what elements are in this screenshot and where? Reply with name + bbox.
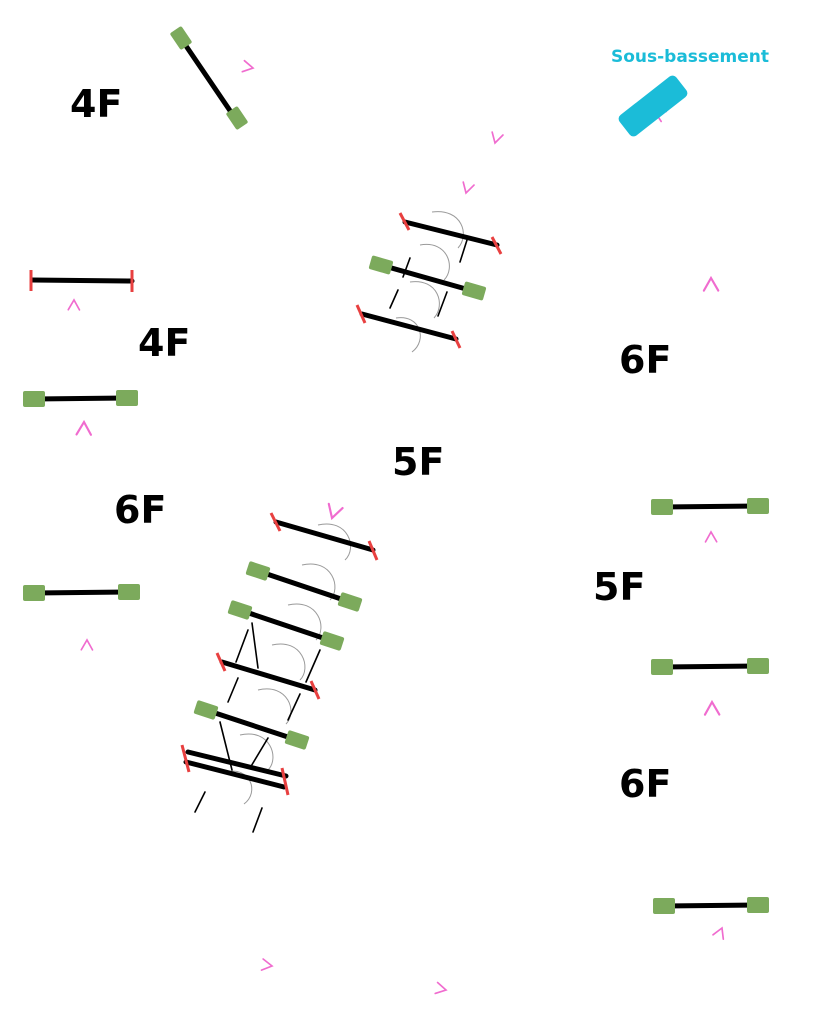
arrow-bottom-straight bbox=[434, 981, 448, 995]
target-block bbox=[618, 75, 688, 137]
arrow-right-5f bbox=[704, 530, 718, 543]
oxer-right-top bbox=[651, 498, 769, 515]
distance-labels: 4F 4F 6F 5F 6F 5F 6F bbox=[70, 82, 671, 806]
distance-label-left-lower: 6F bbox=[114, 488, 166, 532]
grid-combination bbox=[180, 512, 379, 833]
distance-label-right-upper: 6F bbox=[619, 338, 671, 382]
arrow-left-6f bbox=[75, 419, 93, 436]
target-label: Sous-bassement bbox=[611, 47, 769, 67]
distance-label-right-lower: 6F bbox=[619, 762, 671, 806]
double-rail-6 bbox=[180, 744, 290, 796]
course-flow-arrows bbox=[67, 59, 725, 995]
rail-lower bbox=[355, 304, 462, 349]
rail-upper bbox=[398, 212, 503, 255]
arrow-left-entry bbox=[80, 638, 94, 651]
oxer-left-middle bbox=[23, 390, 138, 407]
arrow-up-to-target bbox=[653, 110, 668, 123]
arrow-right-lower-6f bbox=[703, 699, 721, 716]
distance-label-right-middle: 5F bbox=[593, 565, 645, 609]
oxer-3 bbox=[227, 600, 345, 651]
oxer-5 bbox=[193, 700, 310, 750]
oxer-right-middle bbox=[651, 658, 769, 675]
arrow-left-4f bbox=[67, 298, 81, 311]
arrow-bottom-curve bbox=[260, 958, 274, 971]
arrow-bottom-right-curve bbox=[712, 926, 725, 941]
jump-top-left bbox=[170, 26, 248, 130]
block bbox=[226, 106, 248, 130]
oxer-2 bbox=[245, 561, 363, 612]
triple-combination bbox=[355, 211, 503, 353]
wing-strokes bbox=[194, 523, 351, 833]
rail-1 bbox=[269, 512, 379, 561]
right-line bbox=[651, 498, 769, 914]
distance-label-top-left: 4F bbox=[70, 82, 122, 126]
rail-left-top bbox=[29, 270, 135, 292]
arrow-into-triple bbox=[462, 181, 475, 195]
distance-label-left-upper: 4F bbox=[138, 321, 190, 365]
rail-4 bbox=[215, 652, 321, 700]
oxer-middle bbox=[368, 255, 487, 301]
target-sous-bassement: Sous-bassement bbox=[611, 47, 769, 137]
block bbox=[170, 26, 192, 50]
arrow-from-target bbox=[491, 131, 504, 145]
distance-label-diagonal: 5F bbox=[392, 440, 444, 484]
arrow-right-upper-6f bbox=[702, 275, 720, 292]
left-line bbox=[23, 270, 140, 601]
pole bbox=[179, 37, 238, 121]
oxer-left-bottom bbox=[23, 584, 140, 601]
arrow-triple-to-combination bbox=[327, 502, 344, 521]
oxer-right-bottom bbox=[653, 897, 769, 914]
